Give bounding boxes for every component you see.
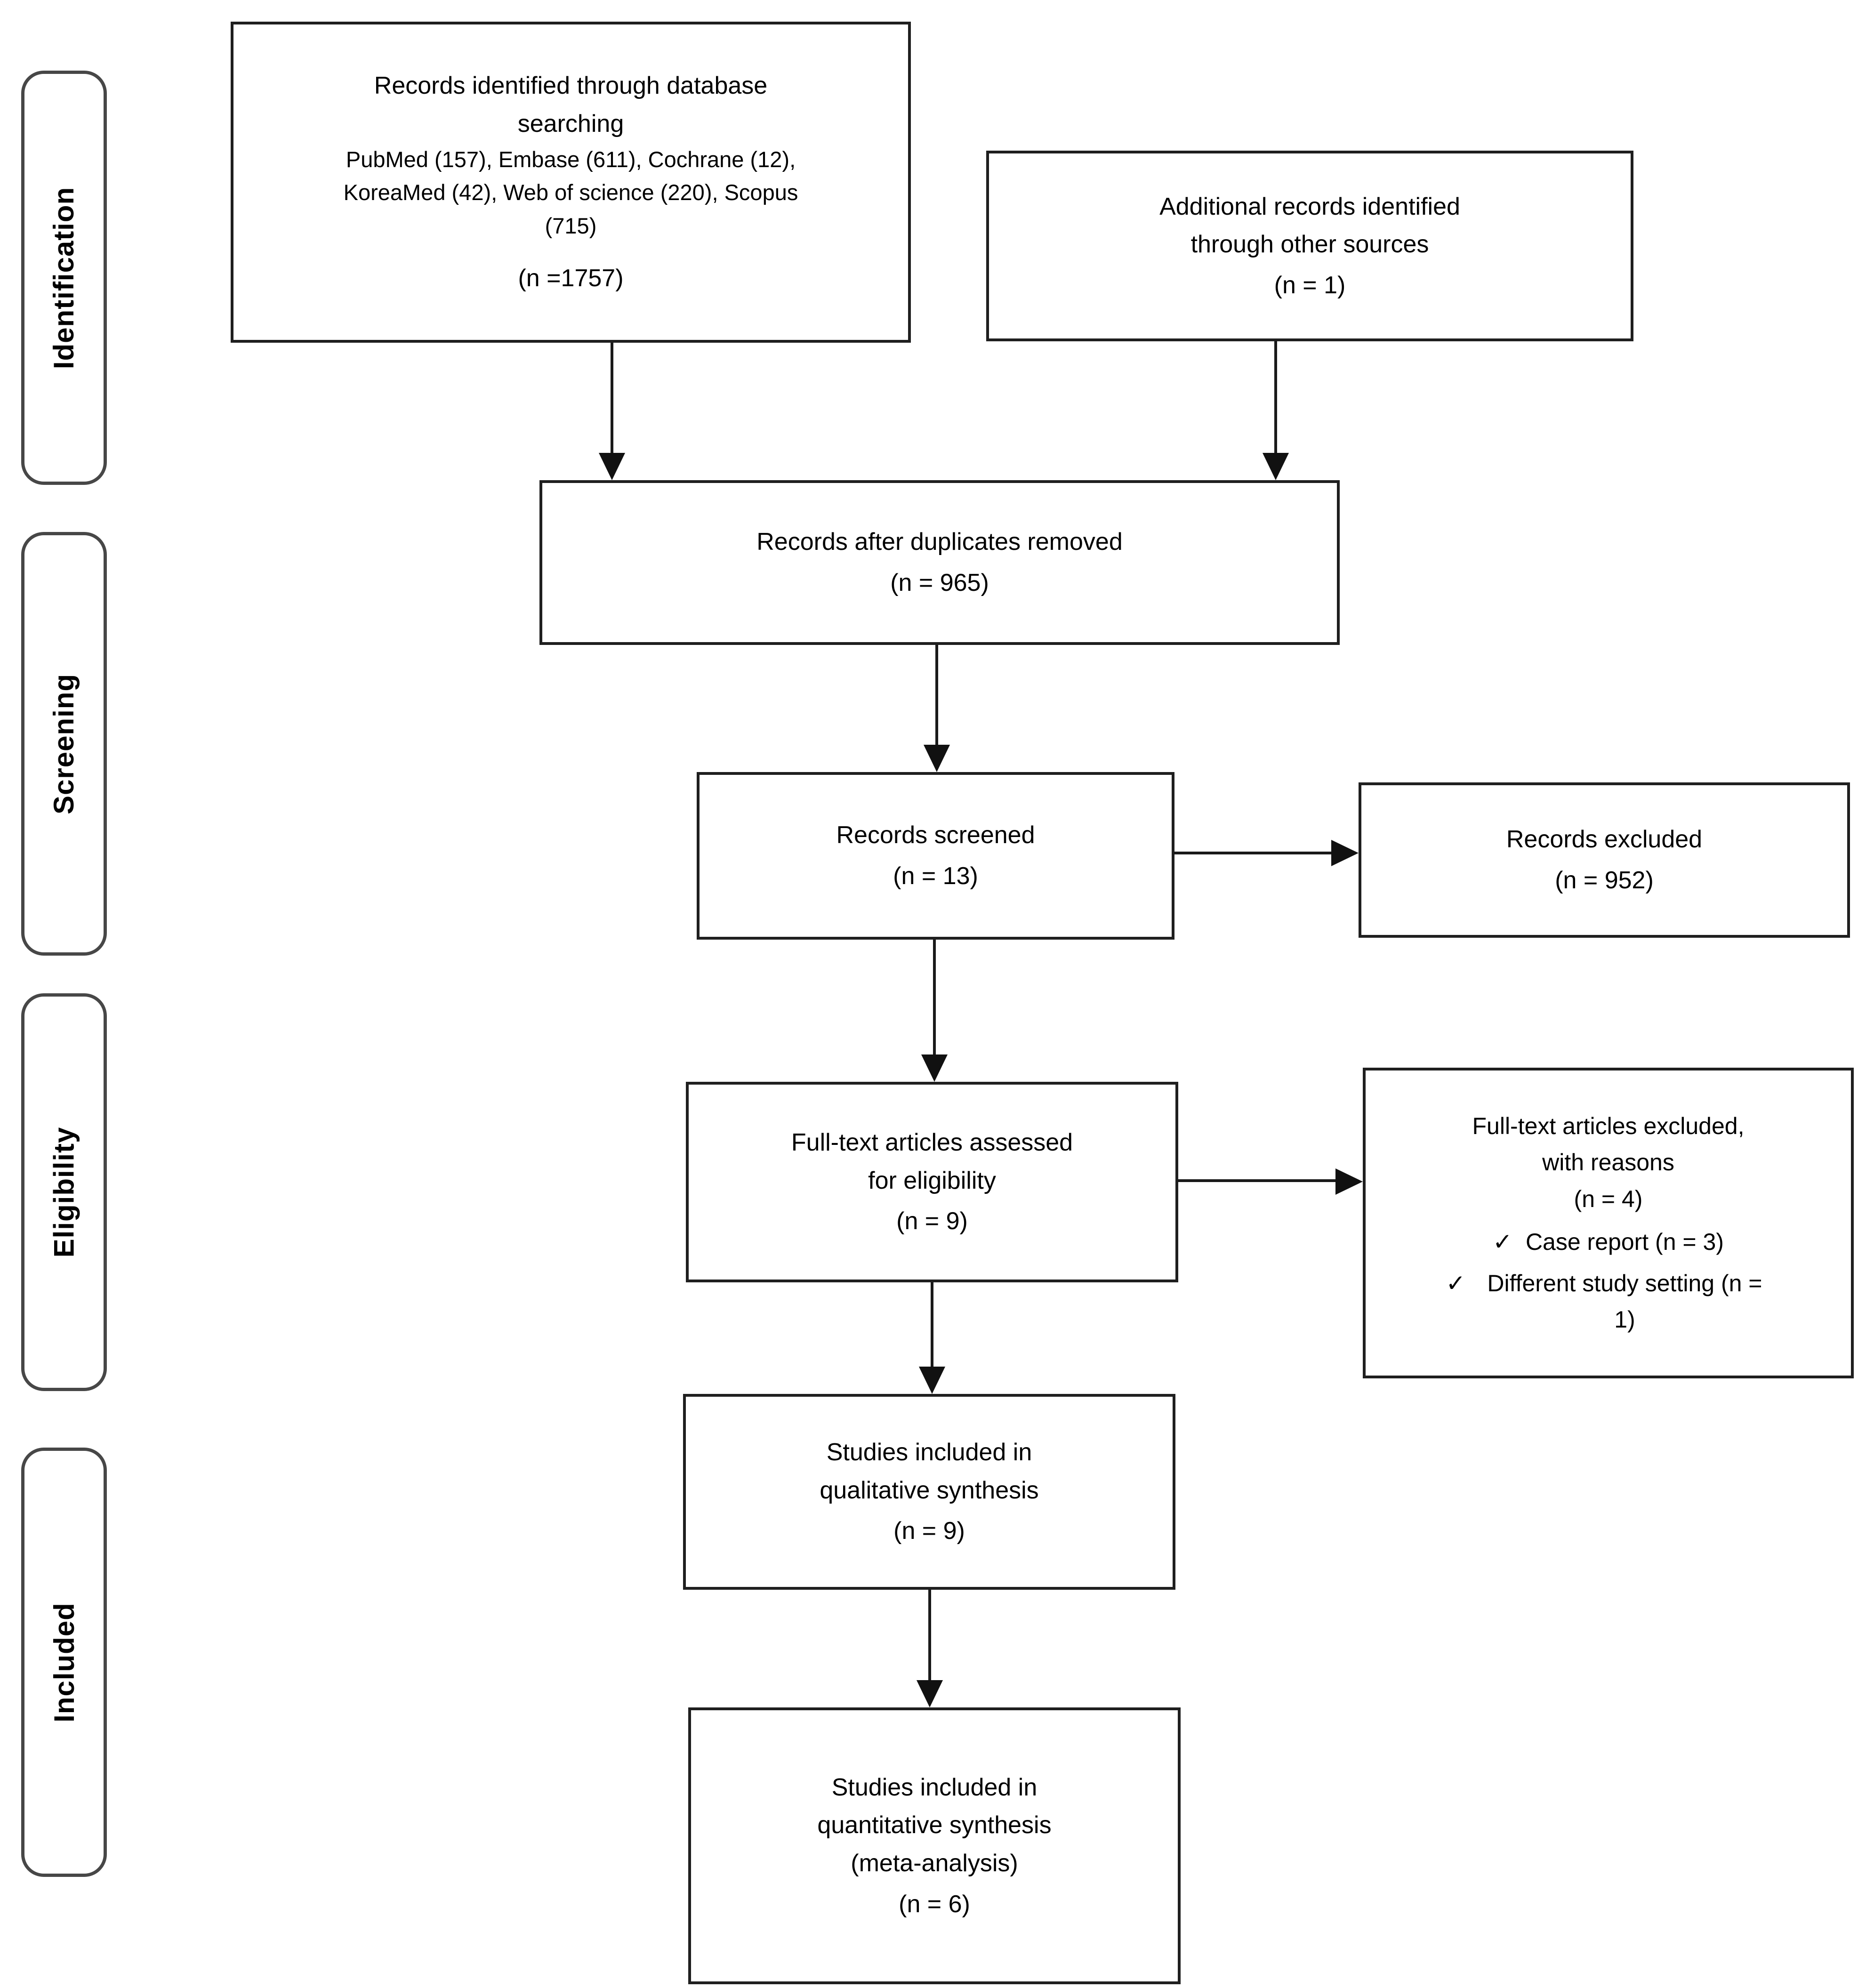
box-qualitative-synthesis-count: (n = 9) [893,1517,965,1545]
stage-eligibility-label: Eligibility [48,1127,80,1258]
box-quantitative-synthesis-line: Studies included in [831,1773,1038,1801]
stage-included-label: Included [48,1602,80,1722]
box-records-identified-detail: KoreaMed (42), Web of science (220), Sco… [343,180,798,205]
box-quantitative-synthesis-line: (meta-analysis) [851,1850,1018,1877]
arrow-down-icon [599,453,625,480]
connector-additional-to-dedup [1274,340,1277,454]
box-records-excluded-line: Records excluded [1506,826,1703,853]
connector-screened-to-excluded [1174,852,1332,854]
exclusion-reason-text: Case report (n = 3) [1525,1229,1724,1255]
box-duplicates-removed-line: Records after duplicates removed [756,528,1123,556]
check-icon: ✓ [1446,1270,1466,1296]
box-records-screened-count: (n = 13) [893,862,978,890]
box-quantitative-synthesis-count: (n = 6) [899,1890,970,1918]
exclusion-reason-text: Different study setting (n = 1) [1487,1270,1762,1333]
box-records-identified: Records identified through database sear… [231,22,911,343]
exclusion-reason-item: ✓ Case report (n = 3) [1446,1224,1771,1261]
connector-fulltext-to-excluded [1177,1179,1336,1182]
box-quantitative-synthesis-line: quantitative synthesis [817,1811,1052,1839]
box-fulltext-assessed-line: Full-text articles assessed [791,1129,1073,1157]
arrow-down-icon [1263,453,1289,480]
check-icon: ✓ [1493,1229,1512,1255]
box-fulltext-assessed: Full-text articles assessed for eligibil… [686,1082,1178,1282]
connector-fulltext-to-qualitative [931,1282,933,1368]
connector-dedup-to-screened [935,645,938,746]
box-additional-records-line: Additional records identified [1159,193,1460,220]
arrow-down-icon [919,1367,945,1394]
box-qualitative-synthesis-line: Studies included in [826,1439,1032,1466]
arrow-right-icon [1331,840,1359,866]
stage-included: Included [21,1448,107,1877]
box-quantitative-synthesis: Studies included in quantitative synthes… [688,1707,1181,1984]
connector-screened-to-fulltext [933,940,936,1055]
box-records-identified-line: Records identified through database [374,72,768,100]
box-qualitative-synthesis: Studies included in qualitative synthesi… [683,1394,1175,1590]
box-additional-records-line: through other sources [1190,231,1429,258]
box-records-identified-detail: (715) [545,213,597,238]
connector-identified-to-dedup [611,343,613,454]
box-fulltext-assessed-line: for eligibility [868,1167,996,1194]
box-duplicates-removed-count: (n = 965) [890,569,989,596]
stage-identification: Identification [21,71,107,485]
box-fulltext-excluded-count: (n = 4) [1574,1185,1643,1212]
box-records-screened: Records screened (n = 13) [697,772,1174,940]
box-qualitative-synthesis-line: qualitative synthesis [820,1476,1039,1504]
box-additional-records: Additional records identified through ot… [986,151,1633,341]
box-records-identified-detail: PubMed (157), Embase (611), Cochrane (12… [346,146,796,172]
stage-eligibility: Eligibility [21,993,107,1391]
exclusion-reasons-list: ✓ Case report (n = 3) ✓ Different study … [1446,1219,1771,1338]
arrow-down-icon [924,745,950,772]
connector-qualitative-to-quantitative [928,1590,931,1681]
arrow-down-icon [917,1680,943,1707]
box-records-excluded-count: (n = 952) [1555,867,1654,894]
box-fulltext-assessed-count: (n = 9) [896,1207,968,1235]
exclusion-reason-item: ✓ Different study setting (n = 1) [1446,1265,1771,1338]
box-fulltext-excluded: Full-text articles excluded, with reason… [1363,1068,1854,1378]
box-records-identified-line: searching [517,110,624,137]
stage-screening: Screening [21,532,107,956]
arrow-right-icon [1335,1168,1363,1195]
box-records-identified-count: (n =1757) [518,265,624,292]
arrow-down-icon [921,1054,948,1082]
box-additional-records-count: (n = 1) [1274,271,1346,299]
stage-identification-label: Identification [48,186,80,369]
stage-screening-label: Screening [48,673,80,814]
box-fulltext-excluded-line: with reasons [1542,1149,1674,1175]
box-records-screened-line: Records screened [836,821,1035,849]
box-fulltext-excluded-line: Full-text articles excluded, [1472,1112,1745,1139]
box-duplicates-removed: Records after duplicates removed (n = 96… [539,480,1340,645]
box-records-excluded: Records excluded (n = 952) [1359,782,1850,938]
